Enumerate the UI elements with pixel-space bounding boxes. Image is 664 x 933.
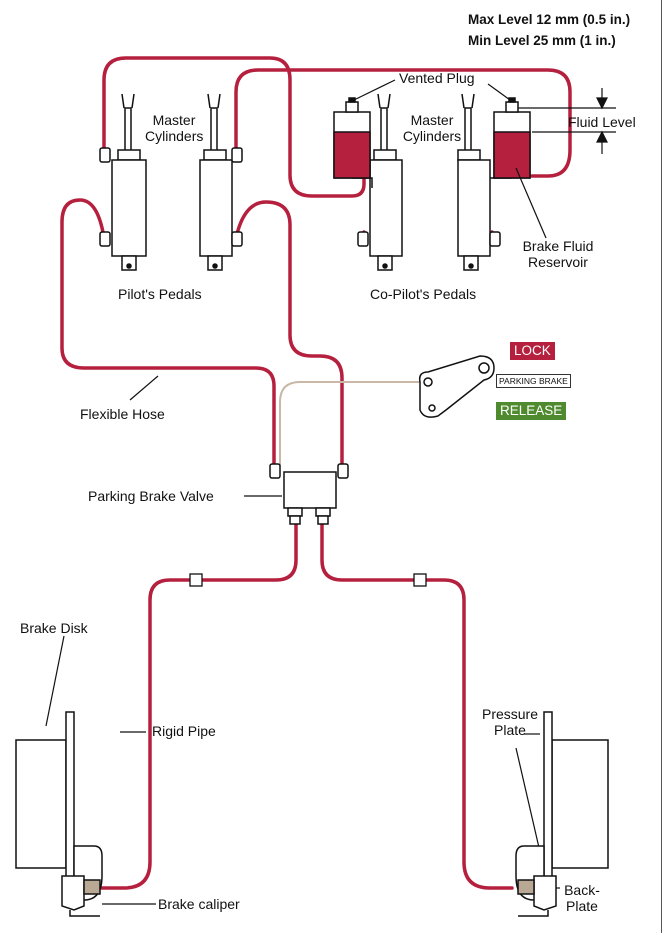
flexible-hose-label: Flexible Hose bbox=[80, 406, 165, 422]
back-plate-label: Back- Plate bbox=[564, 882, 600, 914]
pipe-unions bbox=[189, 573, 427, 587]
brake-fluid-reservoir-label: Brake Fluid Reservoir bbox=[522, 238, 594, 270]
copilots-pedals-label: Co-Pilot's Pedals bbox=[370, 286, 477, 302]
brake-caliper-label: Brake caliper bbox=[158, 896, 240, 912]
hose-pilot-right-bottom bbox=[234, 200, 344, 470]
hose-valve-left-out bbox=[94, 516, 298, 890]
leader-lines bbox=[45, 79, 560, 905]
pilot-master-cylinders bbox=[99, 93, 243, 271]
max-level-label: Max Level 12 mm (0.5 in.) bbox=[468, 12, 631, 27]
parking-brake-valve bbox=[269, 463, 349, 525]
vented-plug-label: Vented Plug bbox=[399, 70, 475, 86]
fluid-level-label: Fluid Level bbox=[568, 114, 636, 130]
parking-brake-handle bbox=[418, 355, 495, 418]
hose-pilot-right-top bbox=[234, 68, 572, 178]
pilots-pedals-label: Pilot's Pedals bbox=[118, 286, 202, 302]
parking-brake-cable bbox=[279, 381, 428, 466]
hose-flexible bbox=[60, 198, 276, 470]
hose-pilot-left-top bbox=[102, 56, 366, 198]
parking-brake-badge: PARKING BRAKE bbox=[496, 374, 571, 388]
fluid-level-indicator bbox=[518, 88, 616, 154]
pressure-plate-label: Pressure Plate bbox=[481, 706, 539, 738]
copilot-master-cylinders bbox=[352, 93, 512, 271]
brake-disk-label: Brake Disk bbox=[20, 620, 88, 636]
master-cylinders-left-label: Master Cylinders bbox=[145, 112, 204, 144]
hose-valve-right-out bbox=[320, 516, 514, 890]
rigid-pipe-label: Rigid Pipe bbox=[152, 723, 216, 739]
lock-badge: LOCK bbox=[510, 342, 555, 360]
master-cylinders-right-label: Master Cylinders bbox=[402, 112, 462, 144]
right-brake-assembly bbox=[515, 711, 609, 917]
page-frame bbox=[661, 0, 662, 933]
brake-fluid-reservoirs bbox=[333, 97, 531, 179]
release-badge: RELEASE bbox=[496, 402, 567, 420]
min-level-label: Min Level 25 mm (1 in.) bbox=[468, 33, 616, 48]
parking-brake-valve-label: Parking Brake Valve bbox=[88, 488, 214, 504]
left-brake-assembly bbox=[15, 711, 103, 917]
